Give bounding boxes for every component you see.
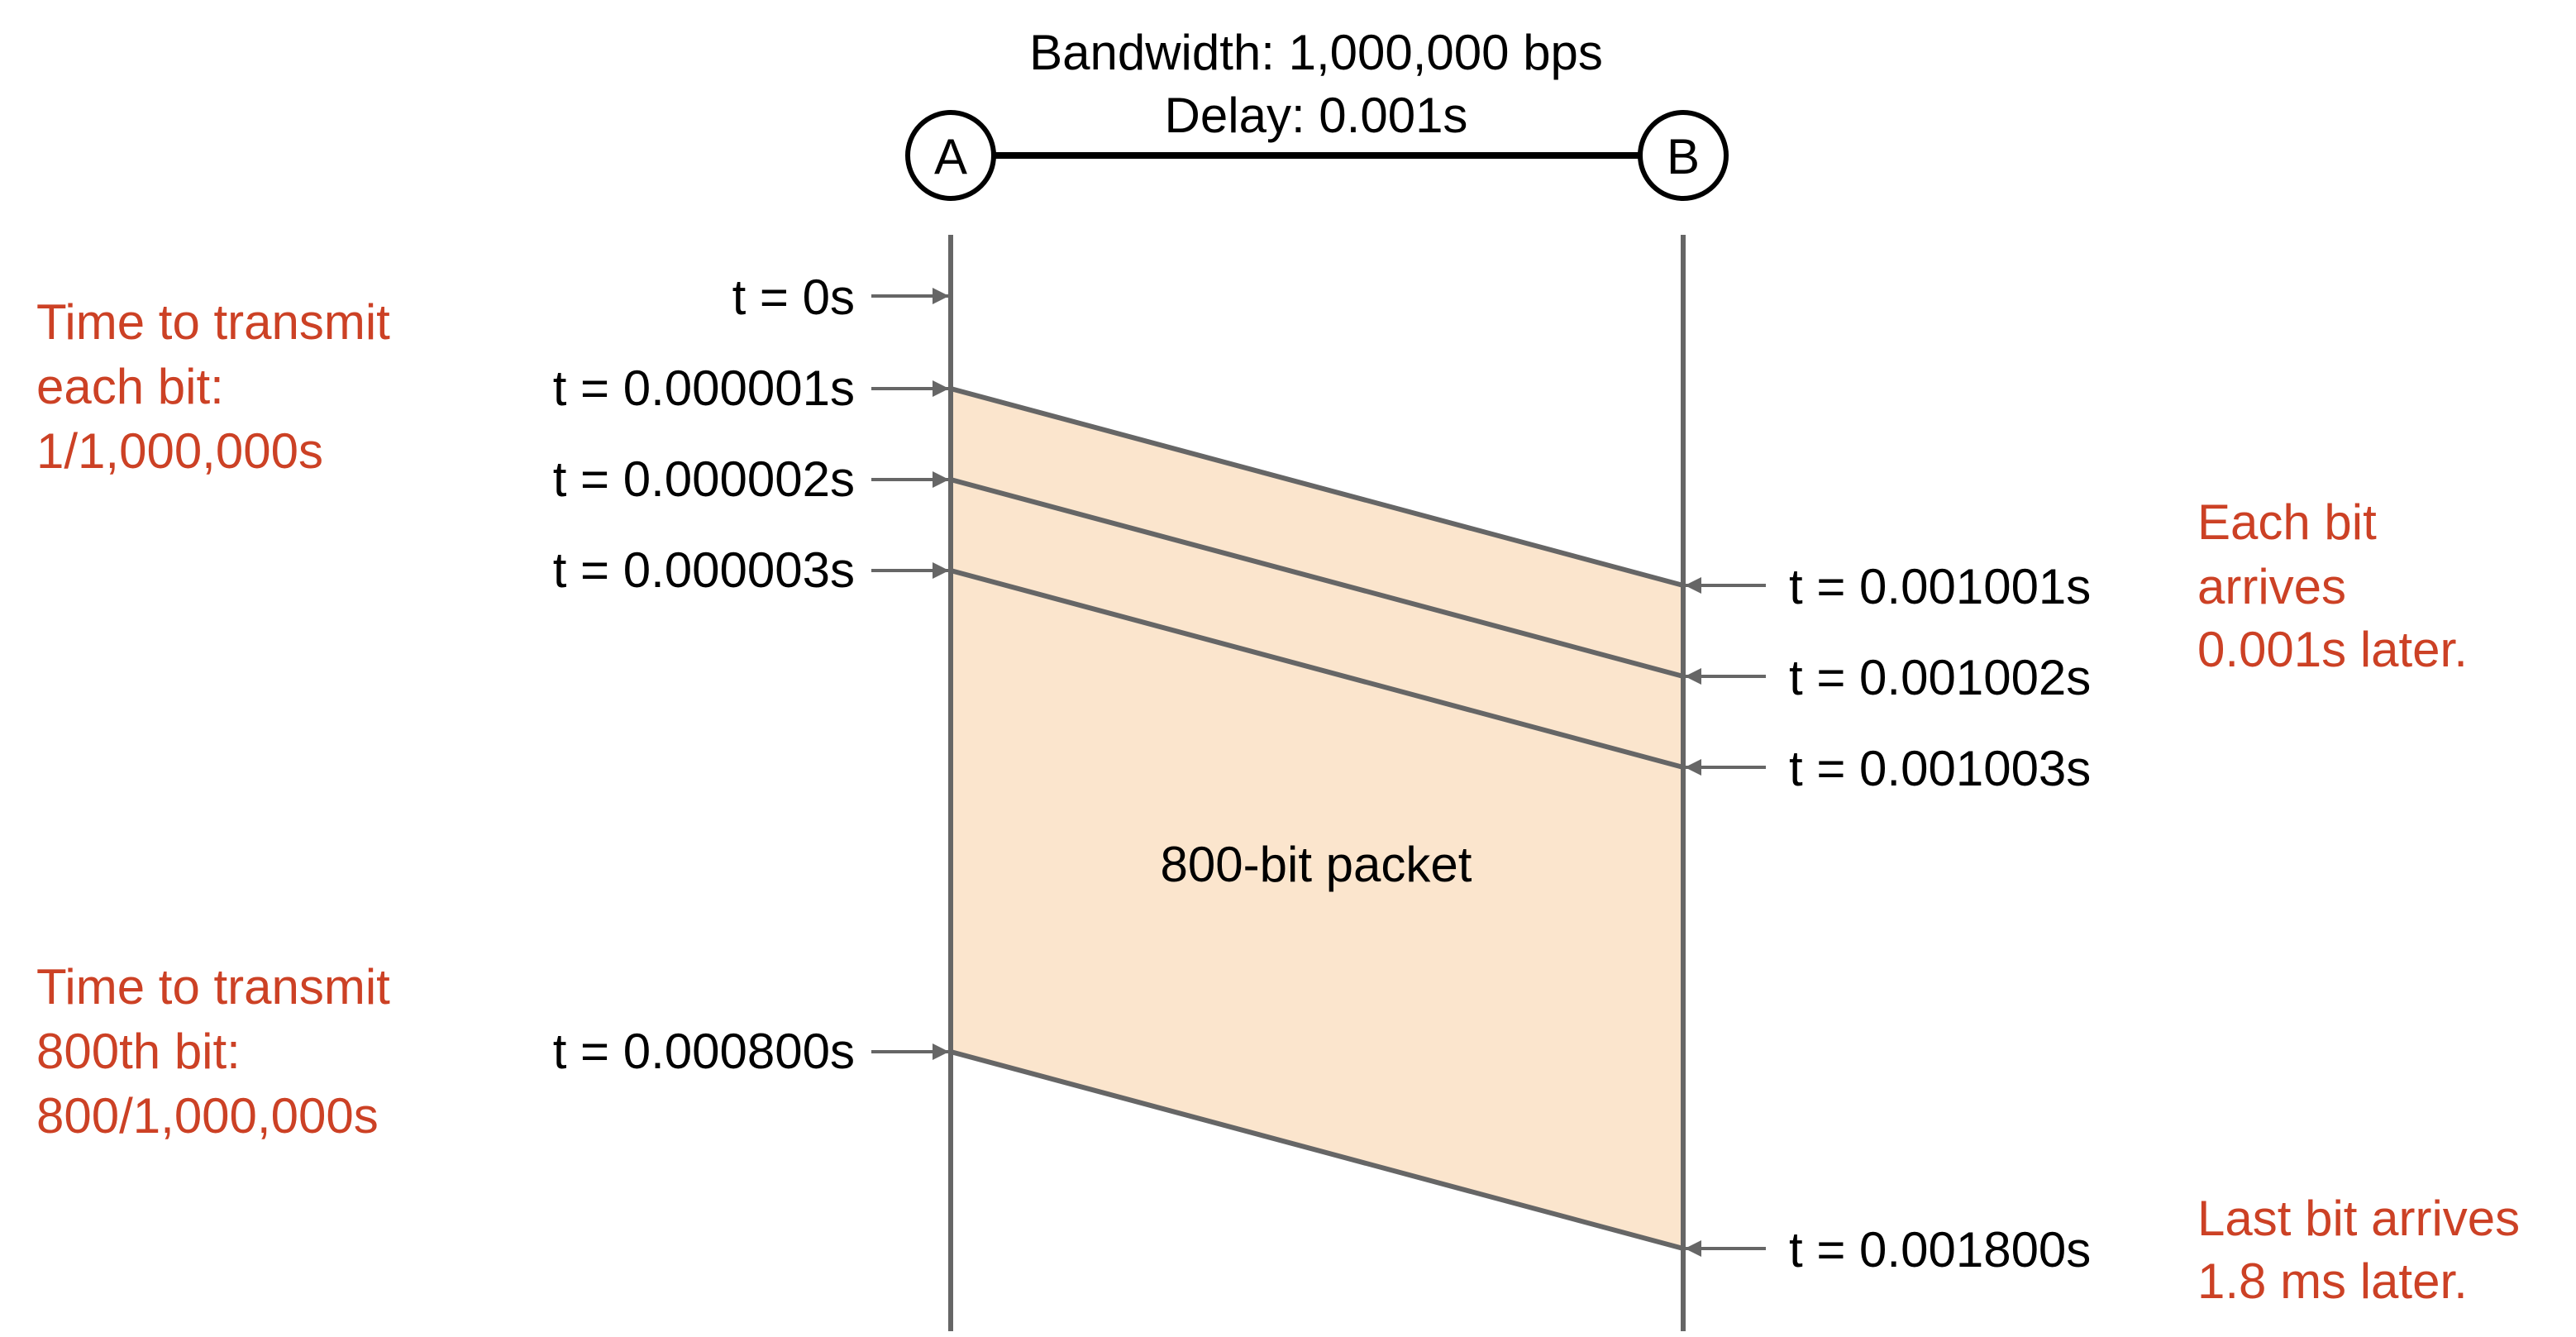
send-time-label: t = 0.000003s bbox=[553, 542, 855, 598]
bit-3-path bbox=[950, 568, 1684, 770]
packet-label: 800-bit packet bbox=[1161, 837, 1472, 892]
node-b-circle bbox=[1638, 110, 1729, 201]
note-last-bit-arrive: 1.8 ms later. bbox=[2197, 1253, 2468, 1309]
bit-2-path bbox=[950, 477, 1684, 679]
arrive-time-label: t = 0.001003s bbox=[1789, 741, 2091, 796]
send-time-label: t = 0.000002s bbox=[553, 451, 855, 507]
node-a-circle bbox=[905, 110, 996, 201]
arrive-time-label: t = 0.001001s bbox=[1789, 559, 2091, 614]
note-last-bit-tx: Time to transmit bbox=[36, 959, 390, 1015]
arrive-time-label: t = 0.001800s bbox=[1789, 1222, 2091, 1277]
send-time-label: t = 0s bbox=[732, 270, 855, 325]
note-each-bit-arrive: Each bit bbox=[2197, 494, 2377, 550]
node-b-label: B bbox=[1667, 129, 1700, 184]
note-each-bit-tx: 1/1,000,000s bbox=[36, 423, 323, 479]
note-last-bit-arrive: Last bit arrives bbox=[2197, 1191, 2520, 1246]
send-time-label: t = 0.000800s bbox=[553, 1024, 855, 1079]
bit-1-path bbox=[950, 386, 1684, 588]
bit-800-path bbox=[950, 1049, 1684, 1251]
note-each-bit-tx: Time to transmit bbox=[36, 294, 390, 350]
delay-label: Delay: 0.001s bbox=[1165, 88, 1468, 143]
send-time-label: t = 0.000001s bbox=[553, 361, 855, 416]
node-a-label: A bbox=[934, 129, 967, 184]
note-last-bit-tx: 800th bit: bbox=[36, 1024, 241, 1079]
note-each-bit-tx: each bit: bbox=[36, 359, 224, 414]
note-last-bit-tx: 800/1,000,000s bbox=[36, 1088, 379, 1144]
bandwidth-label: Bandwidth: 1,000,000 bps bbox=[1029, 25, 1603, 80]
note-each-bit-arrive: arrives bbox=[2197, 559, 2346, 614]
note-each-bit-arrive: 0.001s later. bbox=[2197, 622, 2468, 677]
packet-region bbox=[951, 389, 1683, 1249]
arrive-time-label: t = 0.001002s bbox=[1789, 650, 2091, 705]
